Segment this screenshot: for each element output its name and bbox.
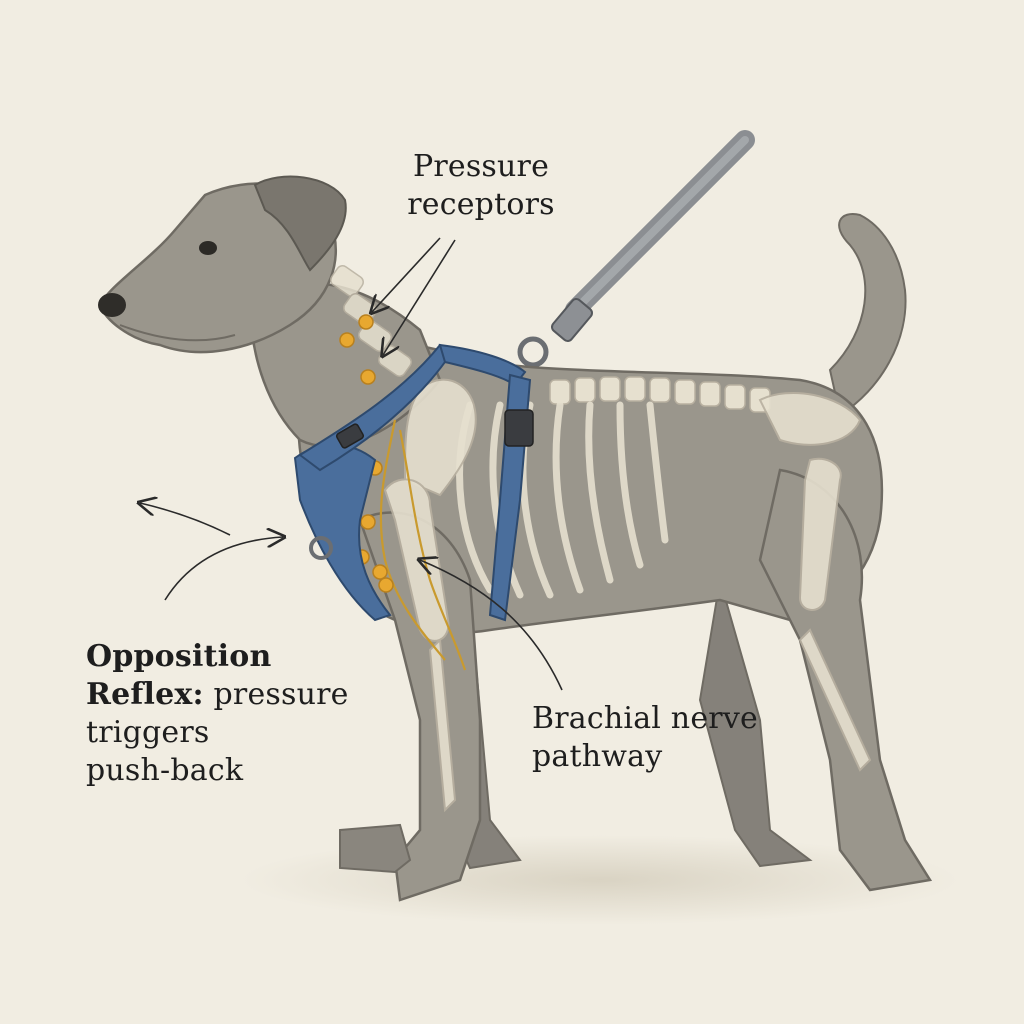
dog-near-front-paw xyxy=(339,823,412,874)
arrow-pressure-1 xyxy=(372,237,441,312)
scapula xyxy=(403,378,477,497)
opposition-desc3: push-back xyxy=(86,753,244,788)
label-brachial-line1: Brachial nerve xyxy=(532,701,758,736)
harness-side-buckle xyxy=(504,409,534,447)
dog-eye xyxy=(199,241,217,255)
dog-head xyxy=(98,175,347,354)
pelvis xyxy=(758,392,862,446)
harness-slider-buckle xyxy=(335,423,365,449)
dog-ear xyxy=(253,175,347,272)
label-brachial-line2: pathway xyxy=(532,739,663,774)
opposition-title-part2: Reflex: xyxy=(86,677,204,712)
tibia xyxy=(798,628,872,772)
label-brachial-nerve: Brachial nerve pathway xyxy=(532,700,792,776)
label-pressure-line2: receptors xyxy=(407,187,555,222)
dog-tail xyxy=(828,213,907,417)
dog-near-hind-leg xyxy=(758,468,933,892)
harness xyxy=(293,343,534,622)
label-opposition-reflex: Opposition Reflex: pressure triggers pus… xyxy=(86,638,366,790)
arrow-opposition-out xyxy=(140,503,231,536)
opposition-title-part1: Opposition xyxy=(86,639,272,674)
arrow-opposition-in xyxy=(164,537,283,601)
arrow-brachial xyxy=(420,560,563,691)
harness-front-ring xyxy=(309,536,333,560)
label-pressure-line1: Pressure xyxy=(412,149,550,184)
opposition-desc1: pressure xyxy=(203,677,349,712)
arrow-pressure-2 xyxy=(383,239,456,355)
label-pressure-receptors: Pressure receptors xyxy=(376,148,586,224)
leash xyxy=(517,130,755,368)
femur xyxy=(798,457,842,611)
opposition-desc2: triggers xyxy=(86,715,210,750)
dog-nose xyxy=(98,293,126,317)
dog-far-hind-leg xyxy=(698,579,813,868)
annotation-arrows xyxy=(140,237,563,691)
